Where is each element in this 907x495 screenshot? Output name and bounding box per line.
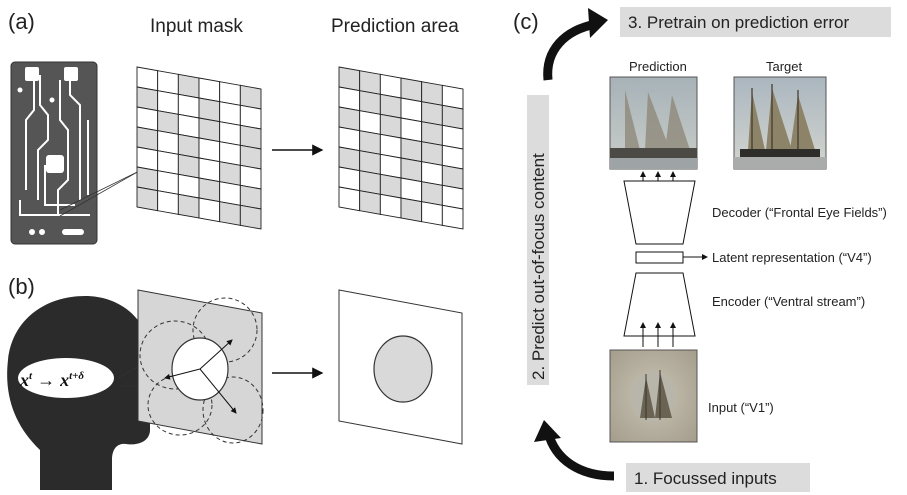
input-mask-title: Input mask — [150, 16, 243, 37]
encoder-label: Encoder (“Ventral stream”) — [712, 294, 865, 309]
target-label: Target — [766, 59, 803, 74]
encoder-trapezoid — [623, 272, 696, 337]
grid-cell — [421, 201, 443, 226]
prediction-image — [609, 76, 698, 170]
circuit-board-icon — [10, 61, 98, 245]
latent-box — [635, 251, 684, 264]
grid-cell — [239, 204, 262, 230]
prediction-label: Prediction — [629, 59, 687, 74]
grid-cell — [379, 193, 402, 219]
grid-cell — [136, 186, 159, 212]
grid-cell — [177, 193, 200, 219]
input-mask-grid — [136, 66, 262, 230]
step2-label: 2. Predict out-of-focus content — [529, 153, 548, 380]
grid-cell — [157, 190, 179, 215]
step3-label: 3. Pretrain on prediction error — [628, 13, 849, 32]
grid-cell — [198, 197, 221, 223]
prediction-area-title: Prediction area — [331, 16, 459, 37]
grid-cell — [400, 197, 423, 223]
thought-bubble — [18, 358, 114, 398]
latent-label: Latent representation (“V4”) — [712, 250, 872, 265]
panel-c-tag: (c) — [513, 9, 539, 34]
input-image — [609, 349, 698, 443]
decoder-trapezoid — [623, 180, 696, 245]
grid-cell — [441, 204, 464, 230]
step1-box — [626, 463, 810, 492]
grid-cell — [219, 201, 241, 226]
curved-arrow-left — [543, 430, 615, 481]
input-label: Input (“V1”) — [708, 400, 774, 415]
step3-box — [620, 7, 891, 37]
panel-a-tag: (a) — [8, 9, 35, 34]
target-image — [733, 76, 827, 170]
curved-arrow-up — [543, 19, 597, 81]
step1-label: 1. Focussed inputs — [634, 469, 777, 488]
panel-b: (b) xt→xt+δ — [7, 274, 463, 490]
formula: xt→xt+δ — [19, 370, 84, 390]
panel-a: (a) Input mask Prediction area — [8, 9, 464, 245]
panel-b-tag: (b) — [8, 274, 35, 299]
panel-c: (c) 3. Pretrain on prediction error 2. P… — [513, 7, 891, 492]
grid-cell — [359, 190, 381, 215]
step2-box — [527, 95, 549, 385]
decoder-label: Decoder (“Frontal Eye Fields”) — [712, 205, 887, 220]
grid-cell — [338, 186, 361, 212]
prediction-area-grid — [338, 66, 464, 230]
